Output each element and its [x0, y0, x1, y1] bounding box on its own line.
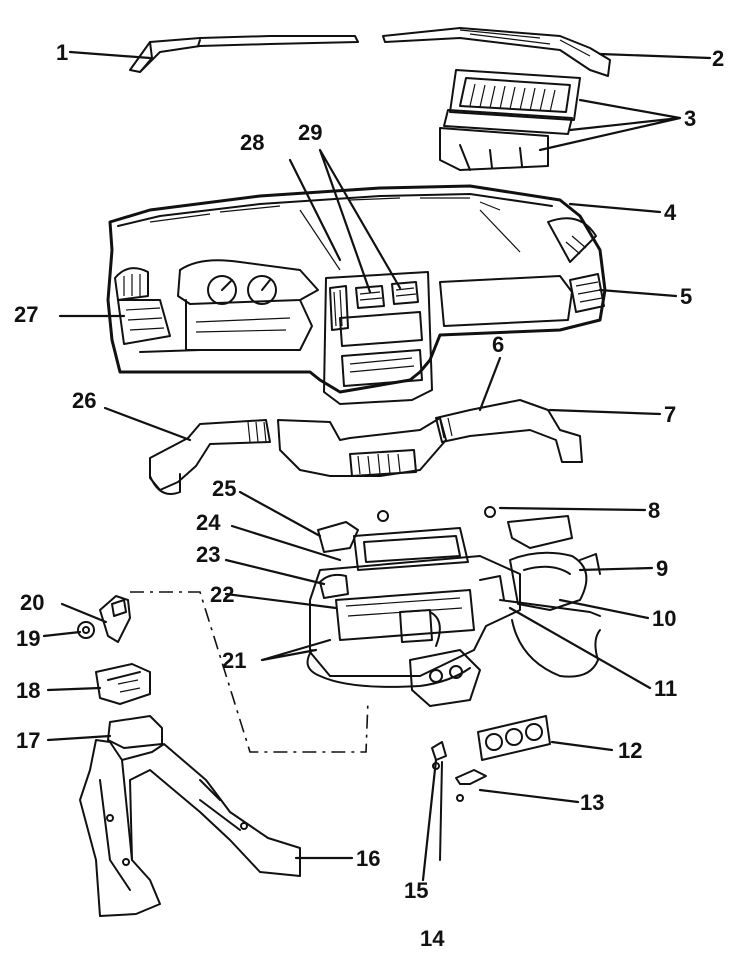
part-2-right-trim	[382, 27, 611, 77]
callout-13: 13	[580, 790, 604, 815]
assembly-line	[130, 591, 369, 753]
callout-3: 3	[684, 106, 696, 131]
callout-7: 7	[664, 402, 676, 427]
callout-26: 26	[72, 388, 96, 413]
small-parts	[431, 715, 551, 861]
part-3-filter-housing	[439, 69, 581, 171]
callout-10: 10	[652, 606, 676, 631]
part-1-left-trim	[129, 35, 359, 73]
ducts-upper	[149, 399, 583, 495]
callout-17: 17	[16, 728, 40, 753]
lower-ducts	[77, 595, 301, 917]
callout-6: 6	[492, 332, 504, 357]
callout-11: 11	[654, 676, 677, 701]
callout-20: 20	[20, 590, 44, 615]
callout-25: 25	[212, 476, 236, 501]
callout-28: 28	[240, 130, 264, 155]
callout-16: 16	[356, 846, 380, 871]
callout-18: 18	[16, 678, 40, 703]
callout-23: 23	[196, 542, 220, 567]
callout-22: 22	[210, 582, 234, 607]
callout-12: 12	[618, 738, 642, 763]
callout-8: 8	[648, 498, 660, 523]
callout-19: 19	[16, 626, 40, 651]
callout-1: 1	[56, 40, 68, 65]
callout-numbers: 1 2 3 4 5 6 7 8 9 10 11 12 13 14 15 16 1…	[14, 40, 724, 951]
callout-14: 14	[420, 926, 445, 951]
callout-9: 9	[656, 556, 668, 581]
heater-unit	[306, 506, 601, 707]
callout-24: 24	[196, 510, 221, 535]
callout-29: 29	[298, 120, 322, 145]
callout-5: 5	[680, 284, 692, 309]
callout-4: 4	[664, 200, 677, 225]
callout-2: 2	[712, 46, 724, 71]
callout-27: 27	[14, 302, 38, 327]
dashboard	[106, 184, 607, 405]
callout-15: 15	[404, 878, 428, 903]
callout-21: 21	[222, 648, 246, 673]
leader-lines	[42, 50, 712, 882]
